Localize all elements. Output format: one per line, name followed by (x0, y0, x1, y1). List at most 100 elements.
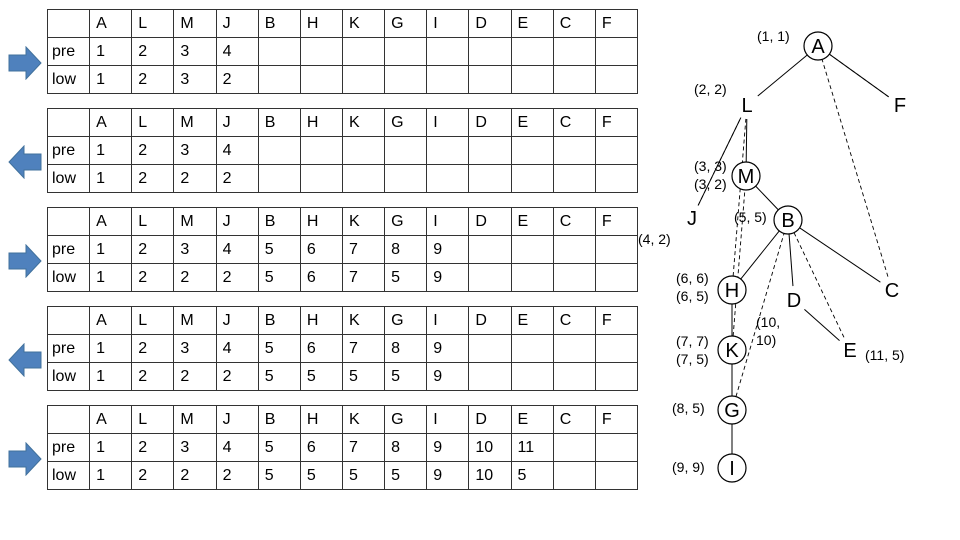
table-cell: 5 (299, 461, 343, 490)
node-annotation: (2, 2) (694, 81, 727, 97)
node-circle (717, 453, 747, 483)
node-label: A (811, 36, 825, 58)
node-H: H (717, 275, 747, 305)
table-cell: 6 (299, 263, 343, 292)
table-cell: L (131, 306, 175, 335)
table-cell: 9 (426, 263, 470, 292)
table-cell: H (299, 207, 343, 236)
table-cell (426, 65, 470, 94)
tree-edge-B-C (799, 227, 881, 283)
table-cell: C (552, 405, 596, 434)
table-cell: 5 (257, 433, 301, 462)
table-cell: G (384, 108, 428, 137)
table-cell: L (131, 405, 175, 434)
table-cell: L (131, 207, 175, 236)
node-circle (717, 275, 747, 305)
node-D: D (787, 290, 801, 312)
node-label: E (843, 340, 856, 362)
table-cell (341, 65, 386, 94)
table-cell: 5 (384, 461, 428, 490)
table-cell (341, 164, 386, 193)
table-cell (384, 136, 428, 165)
table-cell (594, 334, 638, 363)
table-cell: 2 (215, 263, 259, 292)
table-cell (257, 65, 301, 94)
table-cell: C (552, 9, 596, 38)
table-cell (341, 136, 386, 165)
table-cell: F (594, 9, 638, 38)
table-cell: H (299, 108, 343, 137)
table-cell (384, 164, 428, 193)
node-annotation: (6, 6)(6, 5) (676, 270, 709, 304)
table-cell (510, 334, 554, 363)
table-cell: J (215, 306, 259, 335)
node-E: E (843, 340, 856, 362)
node-annotation: (7, 7)(7, 5) (676, 333, 709, 367)
table-cell (552, 164, 596, 193)
table-cell: 5 (341, 362, 386, 391)
table-cell (468, 164, 512, 193)
table-cell: 5 (384, 362, 428, 391)
node-annotation: (8, 5) (672, 400, 705, 416)
table-cell: K (341, 306, 386, 335)
back-edge-F-A (829, 53, 889, 98)
table-cell: 1 (89, 164, 133, 193)
table-cell: 10 (468, 461, 512, 490)
table-cell: 3 (173, 433, 217, 462)
back-edge-C-A (821, 59, 889, 277)
table-cell (510, 65, 554, 94)
table-cell: M (173, 405, 217, 434)
table-cell: 7 (341, 334, 386, 363)
table-cell (510, 164, 554, 193)
table-cell: 5 (299, 362, 343, 391)
table-cell (510, 263, 554, 292)
table-cell: H (299, 306, 343, 335)
table-cell: 9 (426, 362, 470, 391)
table-cell: 4 (215, 235, 259, 264)
back-edge-E-B (793, 232, 845, 338)
table-cell: E (510, 108, 554, 137)
table-cell (468, 235, 512, 264)
table-cell: 5 (257, 235, 301, 264)
node-label: C (885, 280, 899, 302)
node-annotation: (9, 9) (672, 459, 705, 475)
table-cell (426, 164, 470, 193)
table-cell (552, 65, 596, 94)
table-cell: 1 (89, 461, 133, 490)
table-cell: I (426, 108, 470, 137)
node-L: L (741, 95, 752, 117)
row-label (46, 108, 91, 137)
table-cell: 6 (299, 334, 343, 363)
node-J: J (687, 208, 697, 230)
tree-edge-L-M (745, 118, 748, 163)
table-cell: E (510, 9, 554, 38)
node-label: H (725, 280, 739, 302)
table-cell: M (173, 9, 217, 38)
table-cell (468, 362, 512, 391)
table-cell: 5 (341, 461, 386, 490)
table-cell: A (89, 9, 133, 38)
table-cell: 9 (426, 235, 470, 264)
table-cell: I (426, 207, 470, 236)
table-cell (552, 362, 596, 391)
table-cell (594, 263, 638, 292)
table-cell: 9 (426, 334, 470, 363)
table-cell (594, 164, 638, 193)
table-cell (257, 164, 301, 193)
table-cell: 2 (215, 65, 259, 94)
table-cell: C (552, 108, 596, 137)
tree-edge-D-E (804, 308, 840, 342)
node-annotation: (1, 1) (757, 28, 790, 44)
table-cell: A (89, 405, 133, 434)
table-cell: 2 (131, 362, 175, 391)
node-label: B (781, 210, 794, 232)
